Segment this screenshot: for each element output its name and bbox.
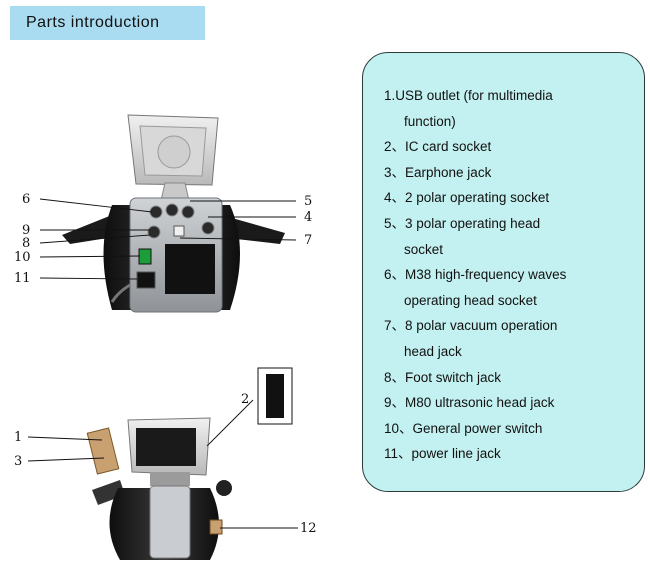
rear-view-machine [62, 114, 285, 313]
callout-12: 12 [300, 521, 317, 536]
list-item: 6、M38 high-frequency waves operating hea… [384, 267, 567, 308]
list-item: 9、M80 ultrasonic head jack [384, 395, 555, 411]
front-view-callout-lines [27, 399, 298, 529]
list-item: 1.USB outlet (for multimedia function) [384, 88, 553, 129]
callout-3: 3 [14, 454, 22, 469]
callout-4: 4 [304, 210, 312, 225]
list-item: 3、Earphone jack [384, 164, 492, 180]
section-title-banner: Parts introduction [10, 6, 205, 40]
callout-5: 5 [304, 194, 312, 209]
rear-view-callout-lines [39, 198, 297, 280]
callout-11: 11 [14, 271, 31, 286]
list-item: 2、IC card socket [384, 139, 492, 155]
list-item: 11、power line jack [384, 446, 501, 462]
list-item: 7、8 polar vacuum operation head jack [384, 318, 558, 359]
list-item: 5、3 polar operating head socket [384, 215, 541, 257]
front-view-machine [86, 367, 293, 560]
parts-list: 1.USB outlet (for multimedia function) 2… [384, 83, 566, 467]
callout-9: 9 [22, 223, 30, 238]
list-item: 8、Foot switch jack [384, 369, 502, 385]
list-item: 4、2 polar operating socket [384, 190, 550, 206]
list-item: 10、General power switch [384, 420, 543, 436]
callout-1: 1 [14, 430, 22, 445]
callout-8: 8 [22, 236, 30, 251]
callout-7: 7 [304, 233, 312, 248]
section-title: Parts introduction [26, 14, 160, 31]
callout-6: 6 [22, 192, 30, 207]
callout-10: 10 [14, 250, 31, 265]
callout-2: 2 [241, 392, 249, 407]
parts-description-panel: 1.USB outlet (for multimedia function) 2… [362, 52, 645, 492]
